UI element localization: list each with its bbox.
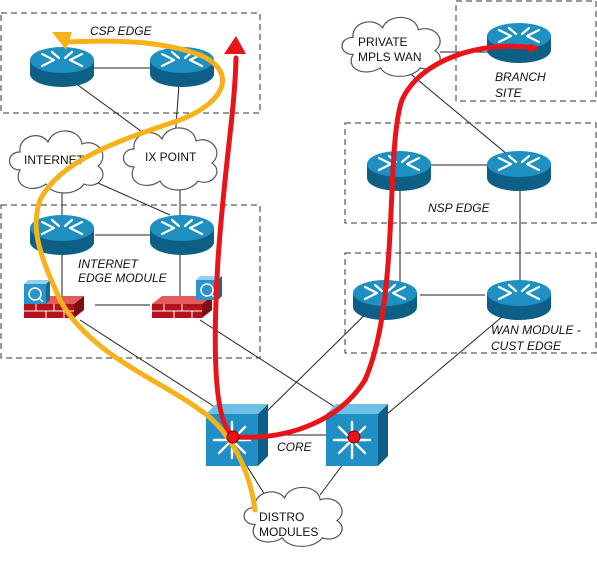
- zone-label-wan-1: WAN MODULE -: [491, 323, 581, 337]
- endpoint-core-right: [347, 430, 361, 444]
- router-branch-icon: [485, 21, 553, 65]
- zone-label-csp-edge: CSP EDGE: [90, 24, 153, 38]
- cloud-label-modules: MODULES: [259, 525, 318, 539]
- zone-internet-edge: [0, 204, 261, 359]
- arrowhead-red: [224, 36, 246, 54]
- zone-nsp-edge: [344, 122, 597, 224]
- router-nsp-right-icon: [485, 149, 553, 193]
- router-inet-right-icon: [148, 213, 216, 257]
- cloud-label-distro: DISTRO: [259, 510, 304, 524]
- router-wan-right-icon: [485, 278, 553, 322]
- path-red: [212, 43, 538, 440]
- endpoint-branch: [527, 44, 535, 52]
- path-yellow: [33, 38, 258, 513]
- zone-label-branch-2: SITE: [495, 86, 523, 100]
- cloud-label-ix-point: IX POINT: [145, 150, 197, 164]
- zone-label-internet-edge-2: EDGE MODULE: [78, 271, 168, 285]
- zone-label-wan-2: CUST EDGE: [491, 339, 562, 353]
- zone-label-nsp-edge: NSP EDGE: [428, 201, 491, 215]
- cloud-label-mpls-wan: MPLS WAN: [358, 50, 422, 64]
- zones: [0, 0, 597, 359]
- zone-branch-site: [455, 0, 597, 102]
- endpoint-core: [226, 430, 240, 444]
- ips-sensor-left-icon: [24, 280, 50, 304]
- core-label: CORE: [277, 440, 313, 454]
- cloud-label-internet: INTERNET: [24, 153, 85, 167]
- cloud-label-private: PRIVATE: [358, 35, 408, 49]
- router-csp-right-icon: [148, 45, 216, 89]
- router-csp-left-icon: [28, 45, 96, 89]
- arrowhead-yellow: [52, 32, 72, 50]
- zone-wan-module: [344, 252, 597, 354]
- zone-label-branch-1: BRANCH: [495, 70, 546, 84]
- zone-label-internet-edge-1: INTERNET: [78, 257, 140, 271]
- router-nsp-left-icon: [365, 149, 433, 193]
